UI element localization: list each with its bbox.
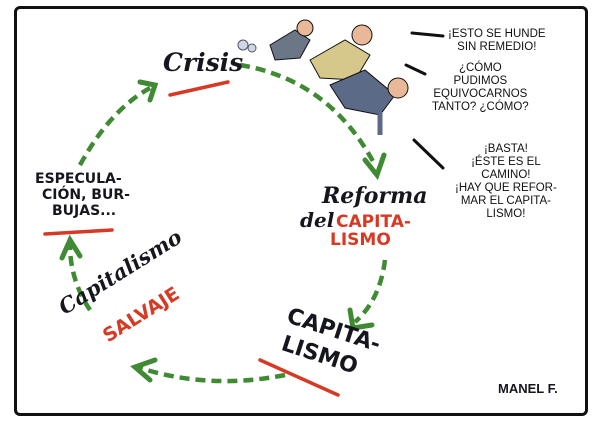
underline-especulacion: [43, 228, 114, 236]
speech-text-2: ¿CÓMO PUDIMOS EQUIVOCARNOS TANTO? ¿CÓMO?: [432, 62, 529, 113]
speech-line: [404, 63, 427, 76]
arrowhead: [59, 234, 83, 261]
label-especulacion-3: BUJAS...: [52, 203, 117, 219]
label-reforma: Reforma: [322, 183, 428, 209]
label-reforma-capita: CAPITA-: [336, 212, 411, 232]
speech-line: [412, 138, 445, 170]
arrow-capitalismo-to-salvaje: [139, 365, 286, 384]
label-reforma-lismo: LISMO: [330, 230, 391, 250]
label-especulacion-1: ESPECULA-: [35, 171, 122, 187]
cartoon-frame: [14, 6, 588, 416]
speech-text-1: ¡ESTO SE HUNDE SIN REMEDIO!: [448, 28, 546, 53]
arrow-especulacion-to-crisis: [78, 86, 152, 167]
underline-crisis: [168, 80, 230, 97]
underline-capitalismo: [258, 358, 340, 397]
speech-line: [410, 31, 445, 38]
label-crisis: Crisis: [163, 48, 244, 77]
label-especulacion-2: CIÓN, BUR-: [42, 187, 130, 203]
arrowhead: [347, 307, 375, 331]
arrow-reforma-to-capitalismo: [353, 259, 388, 324]
arrowhead: [137, 79, 159, 103]
speech-text-3: ¡BASTA! ¡ÉSTE ES EL CAMINO! ¡HAY QUE REF…: [455, 143, 557, 220]
signature: MANEL F.: [498, 381, 558, 396]
arrowhead: [130, 357, 158, 383]
arrowhead: [362, 152, 387, 181]
arrow-salvaje-to-especulacion: [67, 244, 92, 312]
label-reforma-del: del: [300, 208, 335, 232]
falling-men-illustration: [237, 19, 409, 135]
arrow-crisis-to-reforma: [239, 62, 377, 167]
